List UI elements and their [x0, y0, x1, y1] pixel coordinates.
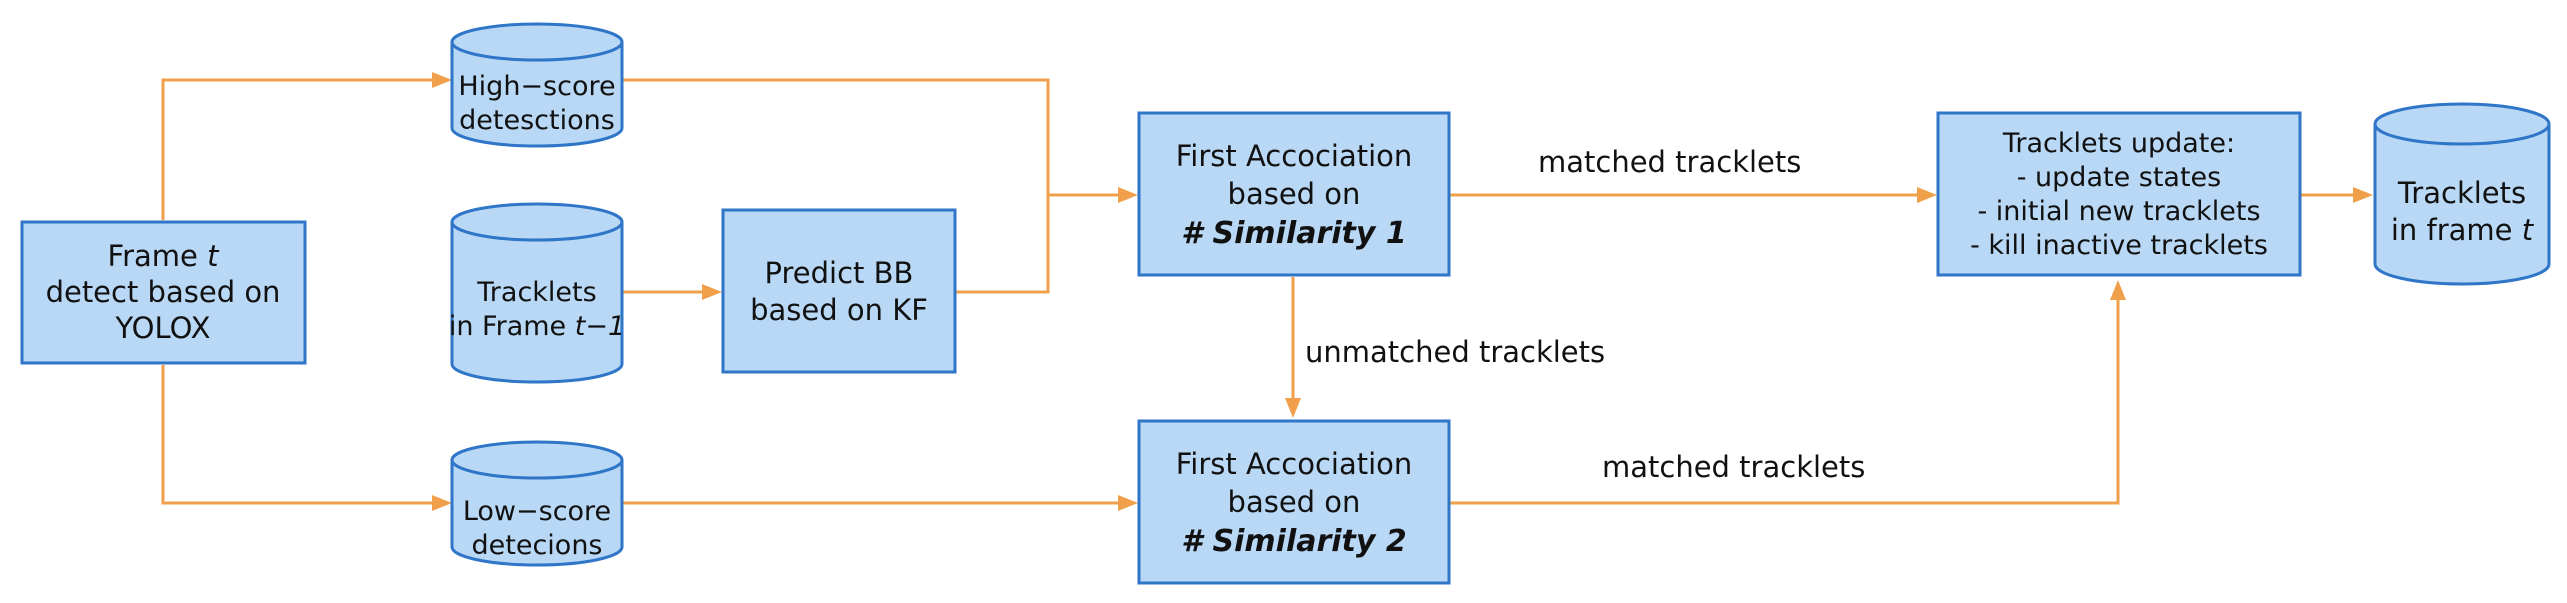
label-unmatched: unmatched tracklets	[1305, 335, 1605, 369]
assoc1-line2: based on	[1228, 177, 1361, 211]
arrowhead-high-score	[432, 72, 452, 88]
frame-line1-prefix: Frame	[108, 239, 208, 273]
prev-tracklets-db-top	[450, 202, 624, 242]
prev-tracklets-db: Tracklets in Frame t−1	[449, 202, 625, 384]
arrowhead-predict	[702, 284, 722, 300]
predict-line1: Predict BB	[765, 256, 914, 290]
arrowhead-assoc1	[1118, 187, 1138, 203]
prev-tracklets-line2: in Frame t−1	[449, 311, 625, 342]
update-line3: - initial new tracklets	[1977, 196, 2260, 227]
output-line2-prefix: in frame	[2391, 213, 2522, 247]
output-line1: Tracklets	[2397, 176, 2526, 210]
predict-box	[721, 208, 957, 374]
assoc1-line1: First Accociation	[1176, 139, 1413, 173]
low-score-line1: Low−score	[463, 496, 611, 527]
arrowhead-update-bottom	[2110, 280, 2126, 300]
output-db: Tracklets in frame t	[2373, 102, 2551, 286]
update-line2: - update states	[2017, 162, 2222, 193]
edge-assoc2-to-update	[1448, 298, 2120, 505]
output-line2: in frame t	[2391, 213, 2535, 247]
assoc1-box	[1137, 111, 1451, 277]
frame-line2: detect based on	[46, 275, 281, 309]
high-score-line1: High−score	[458, 71, 615, 102]
arrowhead-assoc2-top	[1285, 398, 1301, 418]
update-node: Tracklets update: - update states - init…	[1936, 111, 2302, 277]
low-score-db-body	[450, 460, 624, 567]
assoc2-line3: # Similarity 2	[1181, 524, 1407, 559]
arrowhead-output	[2353, 187, 2373, 203]
frame-node: Frame t detect based on YOLOX	[20, 220, 307, 365]
high-score-db-top	[450, 22, 624, 62]
update-line1: Tracklets update:	[2002, 128, 2235, 159]
edge-high-score-to-assoc1	[622, 78, 1122, 197]
arrowhead-low-score	[432, 495, 452, 511]
assoc2-box	[1137, 419, 1451, 585]
frame-line1: Frame t	[108, 239, 221, 273]
predict-line2: based on KF	[750, 293, 928, 327]
output-line2-var: t	[2522, 213, 2535, 247]
high-score-db: High−score detesctions	[450, 22, 624, 148]
edge-frame-to-high-score	[161, 78, 438, 220]
frame-box	[20, 220, 307, 365]
assoc2-node: First Accociation based on # Similarity …	[1137, 419, 1451, 585]
edge-frame-to-low-score	[161, 365, 438, 505]
low-score-db-top	[450, 440, 624, 480]
high-score-db-body	[450, 42, 624, 148]
assoc1-node: First Accociation based on # Similarity …	[1137, 111, 1451, 277]
assoc2-line1: First Accociation	[1176, 447, 1413, 481]
low-score-line2: detecions	[472, 530, 603, 561]
prev-tracklets-line2-var: t−1	[575, 311, 625, 342]
update-box	[1936, 111, 2302, 277]
arrowhead-assoc2-left	[1118, 495, 1138, 511]
edge-predict-to-assoc1	[955, 195, 1050, 294]
output-db-body	[2373, 124, 2551, 286]
assoc2-line2: based on	[1228, 485, 1361, 519]
output-db-top	[2373, 102, 2551, 146]
high-score-line2: detesctions	[459, 105, 615, 136]
edges	[161, 72, 2373, 511]
frame-line1-var: t	[207, 239, 220, 273]
prev-tracklets-line1: Tracklets	[476, 277, 596, 308]
label-matched-bottom: matched tracklets	[1602, 450, 1865, 484]
label-matched-top: matched tracklets	[1538, 145, 1801, 179]
predict-node: Predict BB based on KF	[721, 208, 957, 374]
frame-line3: YOLOX	[115, 311, 211, 345]
arrowhead-update-left	[1917, 187, 1937, 203]
prev-tracklets-db-body	[450, 222, 624, 384]
update-line4: - kill inactive tracklets	[1970, 230, 2268, 261]
edge-labels: matched tracklets unmatched tracklets ma…	[1305, 145, 1865, 484]
assoc1-line3: # Similarity 1	[1181, 216, 1407, 251]
low-score-db: Low−score detecions	[450, 440, 624, 567]
prev-tracklets-line2-prefix: in Frame	[449, 311, 575, 342]
